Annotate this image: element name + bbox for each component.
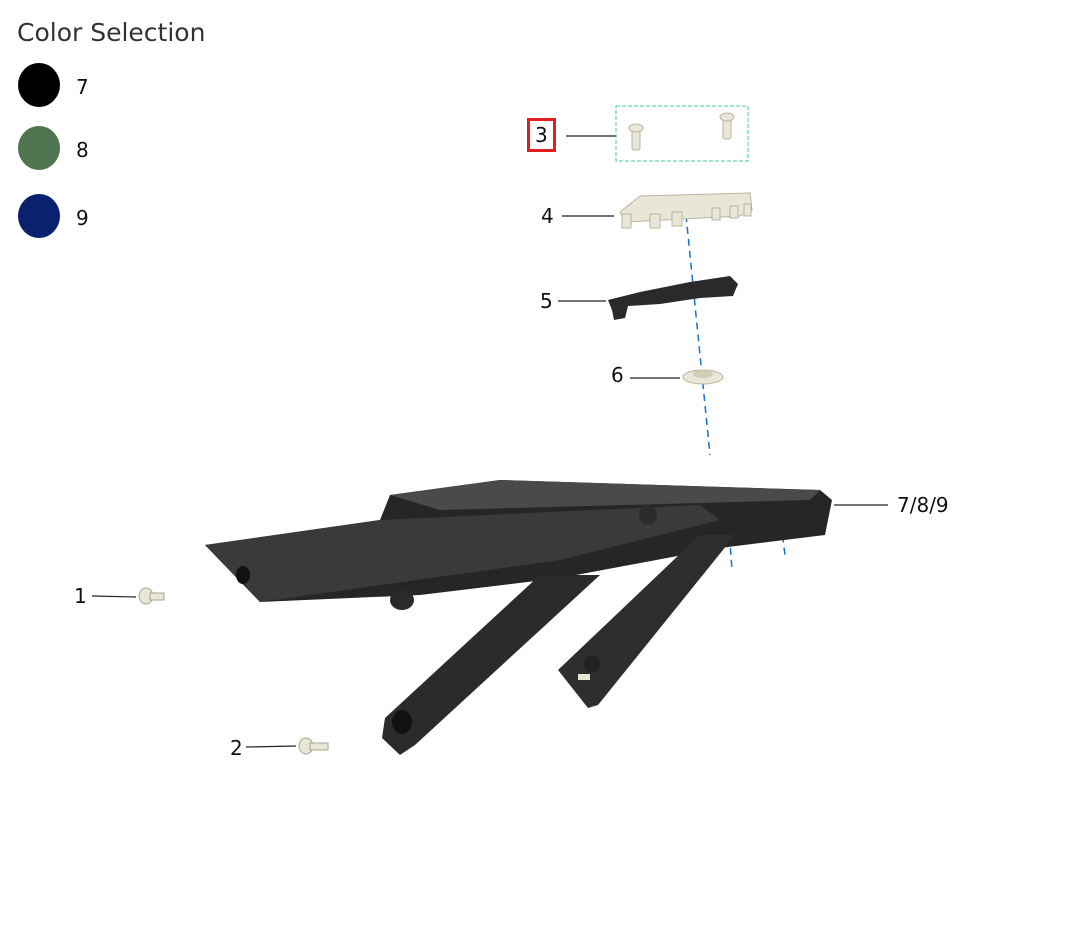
color-swatch-black[interactable] [18,63,60,107]
part-3-group-box [615,105,749,162]
callout-5[interactable]: 5 [540,289,553,313]
part-5 [608,276,738,320]
color-swatch-blue[interactable] [18,194,60,238]
color-label: 8 [76,138,89,162]
callout-4[interactable]: 4 [541,204,554,228]
part-6 [682,369,724,385]
part-1-screw [138,587,165,605]
part-3-screws [628,112,735,151]
color-label: 9 [76,206,89,230]
callout-2[interactable]: 2 [230,736,243,760]
color-label: 7 [76,75,89,99]
callout-1[interactable]: 1 [74,584,87,608]
callout-3-selected[interactable]: 3 [527,118,556,152]
main-frame-part [205,480,832,755]
color-swatch-green[interactable] [18,126,60,170]
part-2-screw [298,737,329,755]
part-4 [619,192,753,229]
callout-7-8-9[interactable]: 7/8/9 [897,493,949,517]
legend-title: Color Selection [17,18,206,47]
callout-6[interactable]: 6 [611,363,624,387]
